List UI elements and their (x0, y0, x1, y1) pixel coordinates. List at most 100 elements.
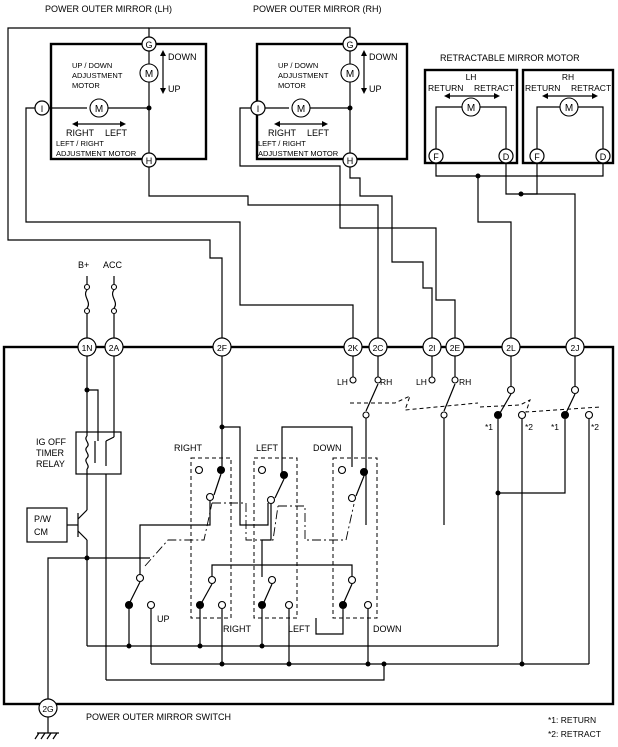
svg-text:1N: 1N (82, 343, 93, 353)
svg-text:LEFT: LEFT (307, 128, 330, 138)
svg-text:P/W: P/W (34, 514, 52, 524)
svg-text:2L: 2L (506, 343, 516, 353)
connector-1n: 1N (77, 337, 97, 357)
retract-switch: *1 *2 *1 *2 (479, 356, 601, 667)
svg-text:DOWN: DOWN (313, 443, 342, 453)
svg-text:RETRACT: RETRACT (474, 83, 514, 93)
svg-text:2J: 2J (571, 343, 580, 353)
connector-2c: 2C (368, 337, 388, 357)
svg-text:RIGHT: RIGHT (66, 128, 95, 138)
svg-text:2E: 2E (450, 343, 461, 353)
svg-text:2C: 2C (373, 343, 384, 353)
svg-text:D: D (503, 152, 510, 162)
label-up-lh: UP (168, 84, 181, 94)
connector-2l: 2L (501, 337, 521, 357)
svg-text:LEFT / RIGHT: LEFT / RIGHT (56, 139, 104, 148)
svg-text:M: M (95, 104, 103, 115)
svg-text:TIMER: TIMER (36, 448, 64, 458)
svg-text:H: H (146, 156, 153, 166)
svg-text:RH: RH (562, 72, 574, 82)
svg-text:MOTOR: MOTOR (72, 81, 100, 90)
svg-text:ADJUSTMENT: ADJUSTMENT (278, 71, 329, 80)
connector-2i: 2I (422, 337, 442, 357)
svg-text:M: M (565, 103, 573, 114)
svg-text:IG OFF: IG OFF (36, 437, 66, 447)
mirror-lh: M M UP / DOWN ADJUSTMENT MOTOR DOWN UP R… (34, 36, 208, 168)
svg-text:M: M (297, 104, 305, 115)
svg-text:LH: LH (416, 377, 427, 387)
svg-text:LH: LH (466, 72, 477, 82)
svg-text:ADJUSTMENT MOTOR: ADJUSTMENT MOTOR (56, 149, 137, 158)
svg-text:LEFT: LEFT (105, 128, 128, 138)
svg-text:DOWN: DOWN (373, 624, 402, 634)
svg-text:M: M (346, 69, 354, 80)
svg-text:M: M (467, 103, 475, 114)
title-mirror-lh: POWER OUTER MIRROR (LH) (45, 4, 172, 14)
svg-text:I: I (41, 104, 44, 114)
connector-2j: 2J (565, 337, 585, 357)
power-inputs: B+ ACC (78, 260, 123, 340)
updown-motor-label: UP / DOWN (72, 61, 112, 70)
title-mirror-rh: POWER OUTER MIRROR (RH) (253, 4, 382, 14)
label-acc: ACC (103, 260, 123, 270)
svg-text:M: M (145, 69, 153, 80)
svg-text:2K: 2K (348, 343, 359, 353)
svg-text:RETURN: RETURN (428, 83, 463, 93)
svg-text:I: I (257, 104, 260, 114)
svg-text:2A: 2A (109, 343, 120, 353)
svg-text:*1: *1 (551, 422, 559, 432)
svg-text:*2: *2 (591, 422, 599, 432)
title-retract-motor: RETRACTABLE MIRROR MOTOR (440, 53, 580, 63)
svg-text:*1: *1 (485, 422, 493, 432)
svg-text:RIGHT: RIGHT (268, 128, 297, 138)
svg-text:H: H (347, 156, 354, 166)
svg-text:LEFT: LEFT (256, 443, 279, 453)
retract-motor-lh: LH RETURN RETRACT M F D (423, 68, 519, 165)
svg-text:ADJUSTMENT: ADJUSTMENT (72, 71, 123, 80)
svg-text:LEFT: LEFT (288, 624, 311, 634)
svg-text:UP / DOWN: UP / DOWN (278, 61, 318, 70)
svg-text:2F: 2F (217, 343, 227, 353)
lh-rh-selector: LH RH LH RH (337, 356, 479, 525)
ground-2g: 2G (34, 557, 150, 740)
svg-text:F: F (433, 152, 439, 162)
svg-text:UP: UP (369, 84, 382, 94)
svg-text:F: F (534, 152, 540, 162)
svg-text:G: G (145, 40, 152, 50)
svg-text:ADJUSTMENT MOTOR: ADJUSTMENT MOTOR (258, 149, 339, 158)
svg-text:2I: 2I (428, 343, 435, 353)
svg-text:LH: LH (337, 377, 348, 387)
mirror-rh: M M UP / DOWN ADJUSTMENT MOTOR DOWN UP R… (250, 36, 409, 168)
connector-2f: 2F (212, 337, 232, 357)
svg-text:RIGHT: RIGHT (174, 443, 203, 453)
svg-text:RETURN: RETURN (525, 83, 560, 93)
connector-2e: 2E (445, 337, 465, 357)
svg-text:UP: UP (157, 614, 170, 624)
legend-retract: *2: RETRACT (548, 729, 601, 739)
svg-text:G: G (346, 40, 353, 50)
svg-text:MOTOR: MOTOR (278, 81, 306, 90)
mirror-switch-box (2, 345, 615, 706)
label-bplus: B+ (78, 260, 89, 270)
legend-return: *1: RETURN (548, 715, 596, 725)
connector-2k: 2K (343, 337, 363, 357)
label-down-lh: DOWN (168, 52, 197, 62)
adjustment-switches: RIGHT LEFT DOWN UP (86, 356, 589, 681)
pw-cm-module: P/W CM (26, 500, 90, 561)
connector-2a: 2A (104, 337, 124, 357)
svg-text:RELAY: RELAY (36, 459, 65, 469)
svg-text:LEFT / RIGHT: LEFT / RIGHT (258, 139, 306, 148)
svg-text:*2: *2 (525, 422, 533, 432)
retract-motor-rh: RH RETURN RETRACT M F D (521, 68, 615, 165)
svg-text:DOWN: DOWN (369, 52, 398, 62)
svg-text:RH: RH (459, 377, 471, 387)
external-wiring (7, 27, 604, 346)
svg-text:RETRACT: RETRACT (571, 83, 611, 93)
title-switch: POWER OUTER MIRROR SWITCH (86, 712, 231, 722)
svg-text:RIGHT: RIGHT (223, 624, 252, 634)
svg-text:D: D (600, 152, 607, 162)
svg-text:RH: RH (380, 377, 392, 387)
svg-text:CM: CM (34, 527, 48, 537)
svg-text:2G: 2G (42, 704, 53, 714)
